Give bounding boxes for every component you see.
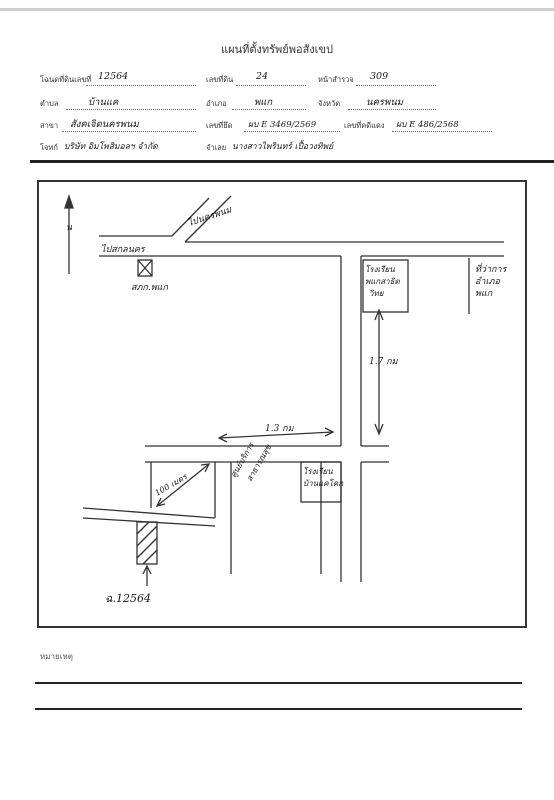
- plaintiff-value: บริษัท อิมโพสิมอลฯ จำกัด: [64, 142, 158, 152]
- survey-page-value: 309: [370, 71, 389, 82]
- school-2-line-1: โรงเรียน: [303, 466, 333, 476]
- office-value: สังคเจิดนครพนม: [70, 119, 139, 130]
- notes-line-1: [35, 682, 522, 684]
- district-office-line-1: ที่ว่าการ: [475, 262, 508, 275]
- province-value: นครพนม: [366, 97, 403, 108]
- dist-vertical-label: 1.7 กม: [369, 357, 399, 367]
- defendant-label: จำเลย: [206, 143, 227, 152]
- junction-box-x2: [137, 259, 153, 277]
- dist-horizontal-label: 1.3 กม: [265, 424, 295, 434]
- subdistrict-label: ตำบล: [40, 99, 59, 108]
- map-drawing: น ไปนครพนม ไปสกลนคร สภก.พแก โรงเรียน พแก…: [64, 193, 508, 605]
- land-no-underline: [236, 85, 306, 86]
- seized-underline: [244, 131, 340, 132]
- seized-value: ผบ E 3469/2569: [248, 120, 317, 130]
- school-1-line-1: โรงเรียน: [365, 264, 395, 274]
- land-no-label: เลขที่ดิน: [206, 75, 234, 84]
- dist-vertical-arrowhead-bottom: [374, 423, 384, 436]
- junction-label: สภก.พแก: [131, 283, 168, 293]
- property-parcel: [136, 521, 158, 565]
- plaintiff-label: โจทก์: [40, 143, 58, 152]
- subdistrict-value: บ้านแค: [88, 97, 119, 108]
- school-2-line-2: บ้านแคโคก: [303, 478, 344, 488]
- subdistrict-underline: [66, 109, 196, 110]
- hatch-3: [136, 537, 158, 559]
- header-separator: [30, 160, 554, 163]
- deed-underline: [86, 85, 196, 86]
- road-nakhonphanom-a: [171, 197, 210, 237]
- hatch-4: [142, 549, 158, 565]
- top-rule: [0, 8, 554, 11]
- dist-100m-arrowhead-top: [200, 463, 211, 473]
- hatch-1: [136, 521, 150, 535]
- defendant-value: นางสาวไพรินทร์ เปื้อวงทิพย์: [232, 142, 334, 152]
- district-underline: [232, 109, 306, 110]
- dist-horizontal-arrowhead-left: [217, 433, 228, 443]
- dist-100m-arrow: [156, 463, 210, 507]
- school-1-line-2: พแกสาธิต: [365, 277, 401, 286]
- office-underline: [62, 131, 196, 132]
- property-label: ฉ.12564: [105, 592, 151, 605]
- school-2-box: [300, 461, 342, 503]
- seized-label: เลขที่ยึด: [206, 121, 233, 130]
- property-pointer-arrowhead: [142, 564, 152, 575]
- survey-page-label: หน้าสำรวจ: [318, 75, 354, 84]
- case-label: เลขที่คดีแดง: [344, 121, 385, 130]
- school-1-box: [362, 259, 409, 313]
- page-title: แผนที่ตั้งทรัพย์พอสังเขป: [221, 43, 333, 56]
- dist-100m-arrowhead-bottom: [155, 497, 166, 507]
- deed-value: 12564: [98, 71, 129, 82]
- notes-line-2: [35, 708, 522, 710]
- province-label: จังหวัด: [318, 99, 341, 108]
- school-1-line-3: วิทย: [369, 289, 385, 298]
- case-value: ผบ E 486/2568: [396, 120, 459, 130]
- district-office-line-3: พแก: [475, 289, 493, 299]
- dist-vertical-arrowhead-top: [374, 308, 384, 321]
- hatch-2: [136, 525, 158, 547]
- junction-box: [137, 259, 153, 277]
- province-underline: [348, 109, 436, 110]
- road-nakhonphanom-label: ไปนครพนม: [186, 203, 234, 229]
- office-label: สาขา: [40, 121, 59, 130]
- deed-label: โฉนดที่ดินเลขที่: [40, 75, 92, 84]
- dist-horizontal-arrowhead-right: [324, 427, 335, 437]
- dist-horizontal-arrow: [218, 431, 334, 439]
- survey-page-underline: [356, 85, 436, 86]
- notes-label: หมายเหตุ: [40, 652, 73, 661]
- north-arrow-icon: [64, 193, 74, 209]
- district-office-line-2: อำเภอ: [475, 276, 500, 287]
- land-no-value: 24: [256, 71, 269, 82]
- district-value: พแก: [254, 97, 273, 108]
- property-road-top: [82, 507, 216, 519]
- north-label: น: [66, 223, 73, 233]
- road-sakon-label: ไปสกลนคร: [101, 243, 146, 255]
- road-nakhonphanom-b: [184, 195, 232, 243]
- location-map: น ไปนครพนม ไปสกลนคร สภก.พแก โรงเรียน พแก…: [37, 180, 527, 628]
- case-underline: [392, 131, 492, 132]
- district-label: อำเภอ: [206, 99, 227, 108]
